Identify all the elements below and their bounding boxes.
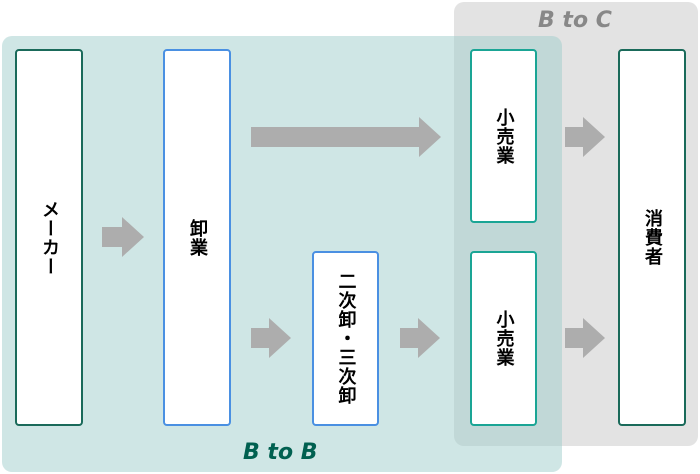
arrow-right-icon [251, 117, 441, 157]
wholesale-box: 卸業 [163, 49, 231, 426]
secondary-wholesale-box: 二次卸・三次卸 [312, 251, 379, 426]
b2b-region [2, 36, 562, 472]
retail-label-bottom: 小売業 [493, 310, 515, 367]
arrow-right-icon [400, 318, 440, 358]
retail-box-bottom: 小売業 [470, 251, 537, 426]
arrow-right-icon [102, 217, 144, 257]
consumer-label: 消費者 [642, 209, 663, 266]
arrow-right-icon [251, 318, 291, 358]
arrow-right-icon [565, 318, 605, 358]
retail-label-top: 小売業 [493, 107, 515, 165]
secondary-wholesale-label: 二次卸・三次卸 [335, 272, 357, 405]
b2b-label: B to B [243, 440, 318, 465]
retail-box-top: 小売業 [470, 49, 537, 223]
maker-box: メーカー [15, 49, 83, 426]
maker-label: メーカー [39, 199, 60, 276]
b2c-label: B to C [538, 8, 612, 33]
wholesale-label: 卸業 [187, 218, 208, 257]
arrow-right-icon [565, 117, 605, 157]
consumer-box: 消費者 [618, 49, 686, 426]
